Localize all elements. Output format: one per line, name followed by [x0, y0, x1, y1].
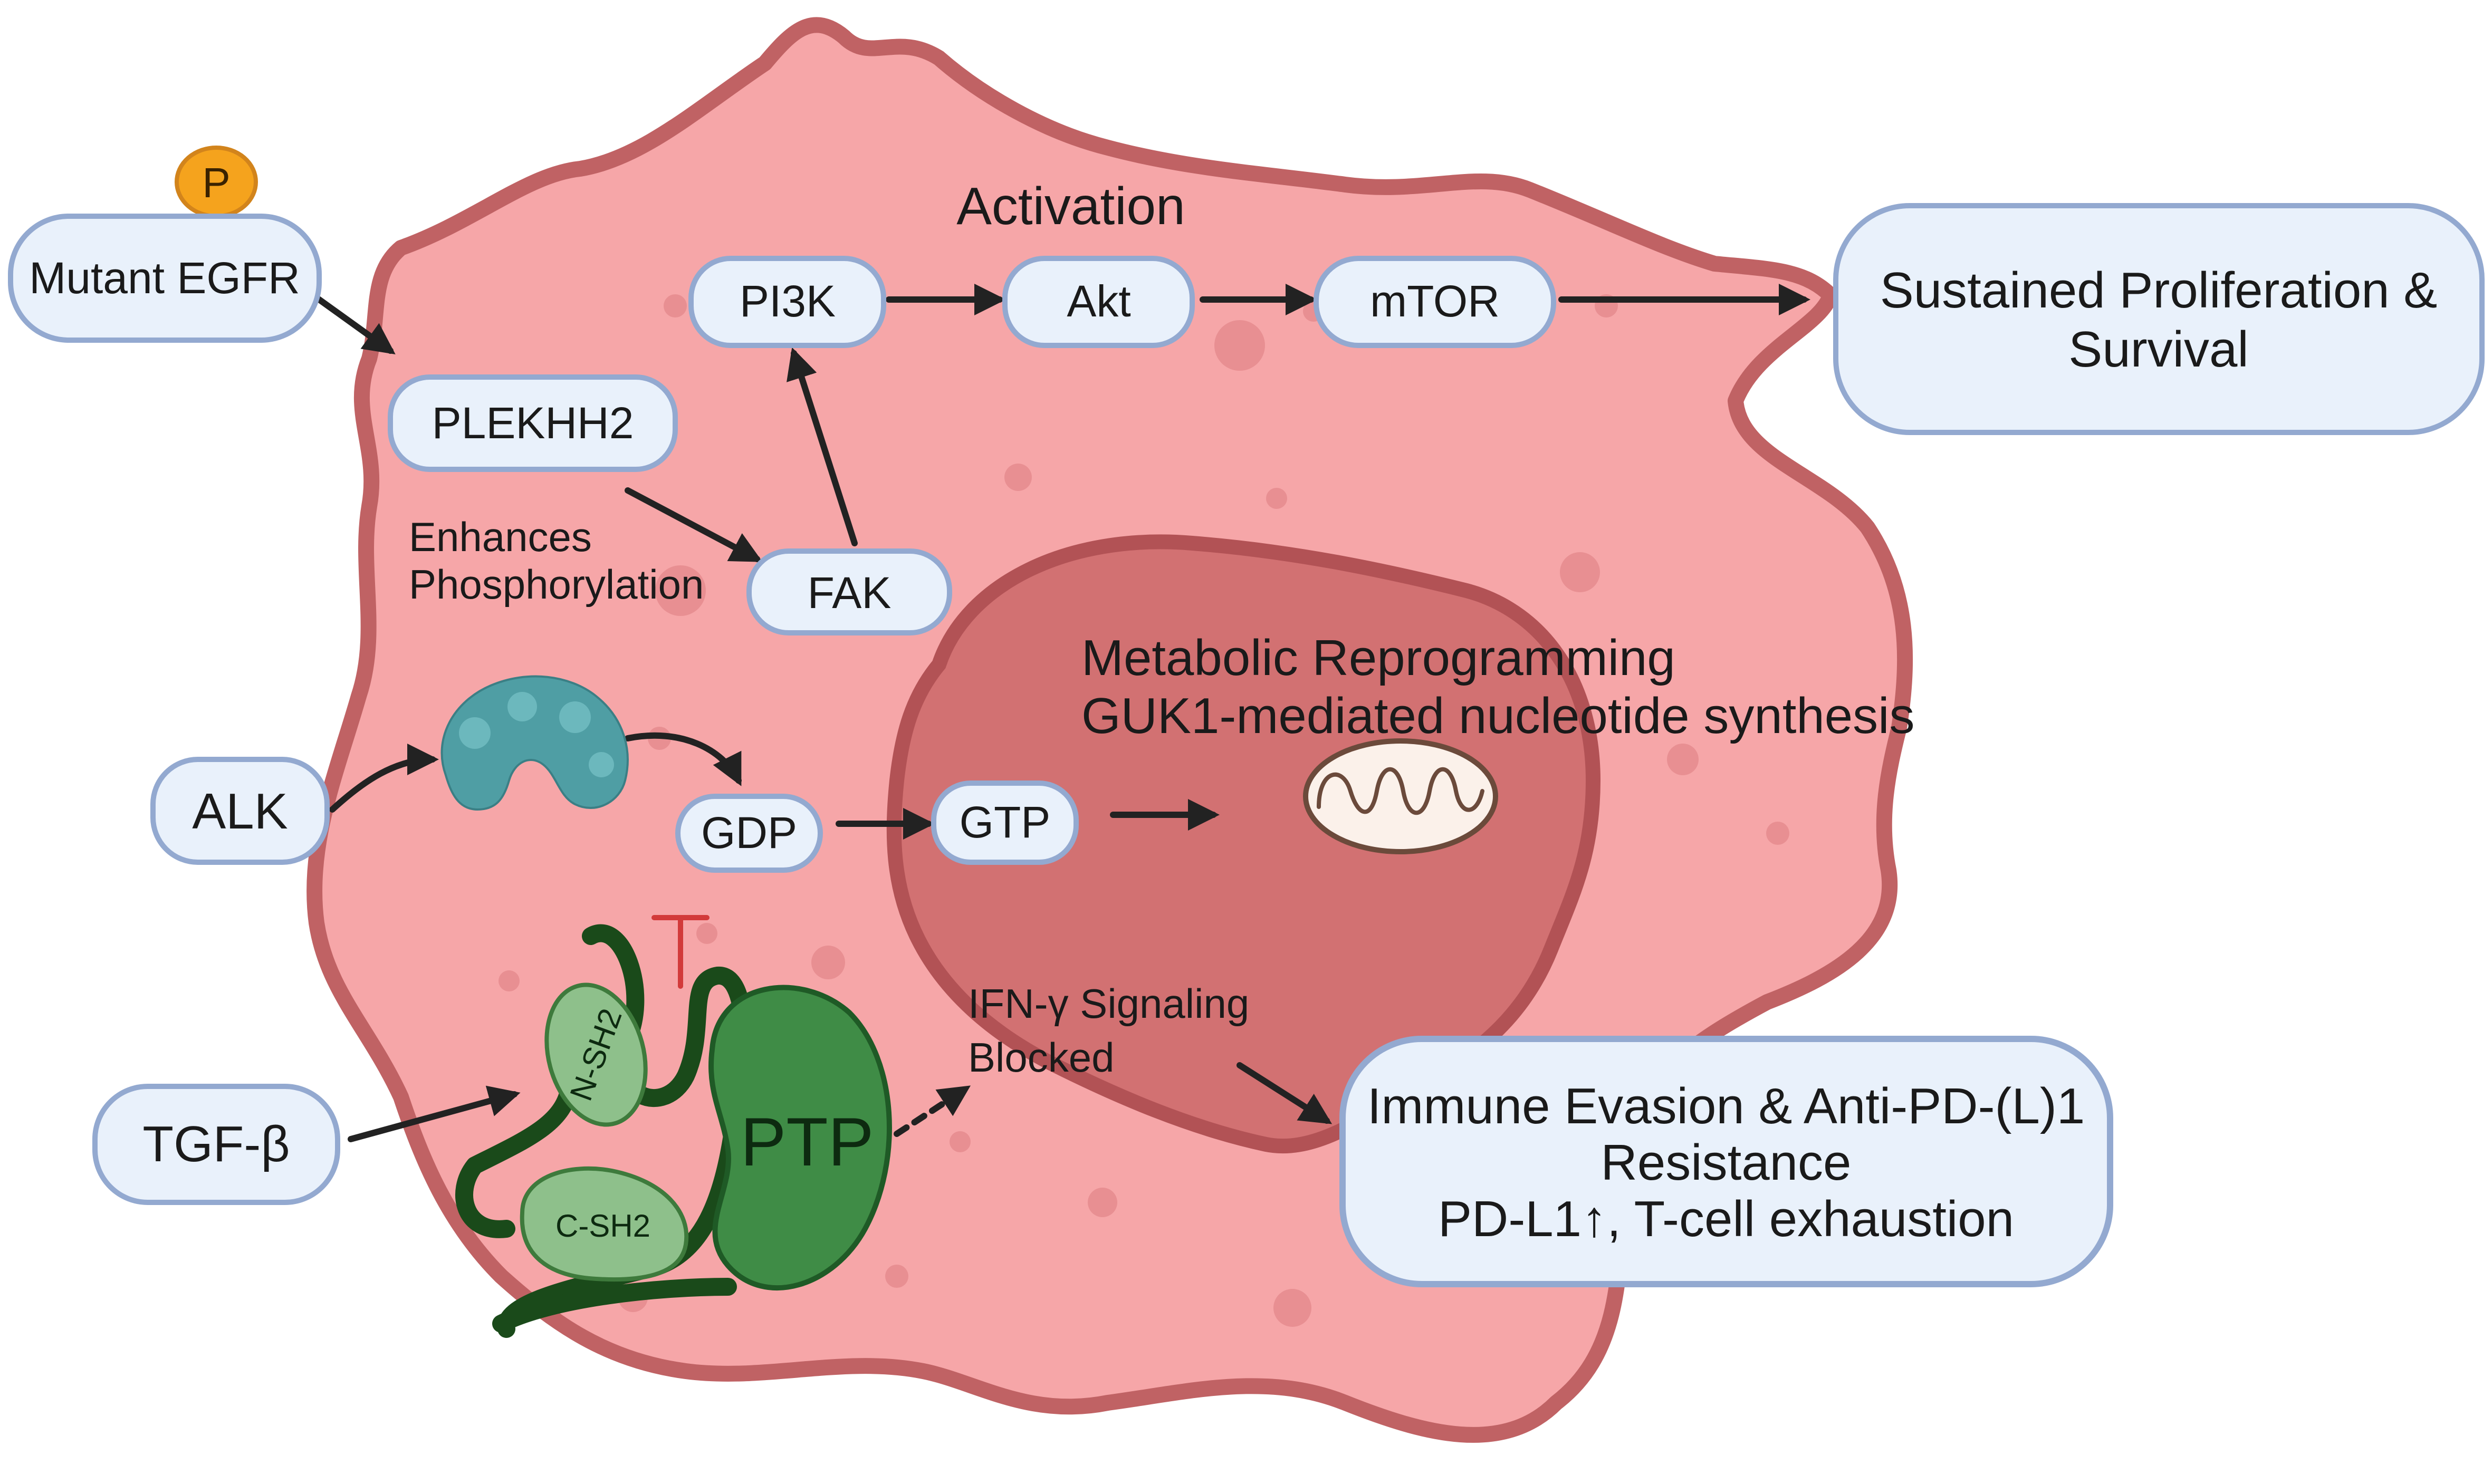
- arrow-tgfb-to-nsh2: [348, 1085, 521, 1142]
- phosphate-label: P: [202, 159, 230, 206]
- immune-line-2: Resistance: [1601, 1134, 1852, 1191]
- node-fak: FAK: [746, 548, 952, 635]
- proliferation-line-2: Survival: [2068, 321, 2248, 378]
- tgf-beta-label: TGF-β: [142, 1116, 290, 1172]
- proliferation-line-1: Sustained Proliferation &: [1880, 262, 2438, 319]
- phosphate-badge: P: [175, 146, 258, 218]
- node-gtp: GTP: [931, 780, 1079, 865]
- arrow-ptp-to-ifn: [894, 1085, 971, 1137]
- arrow-fak-to-pi3k: [787, 347, 858, 546]
- mutant-egfr-label: Mutant EGFR: [29, 253, 300, 303]
- cytoplasm-speckles: [499, 294, 1789, 1327]
- pi3k-label: PI3K: [740, 276, 836, 326]
- ptp-domain: [708, 985, 892, 1291]
- ptp-label: PTP: [741, 1103, 874, 1180]
- n-sh2-domain: [544, 982, 648, 1127]
- node-tgf-beta: TGF-β: [92, 1084, 340, 1205]
- alk-label: ALK: [192, 783, 287, 840]
- metabolic-line-1: Metabolic Reprogramming: [1081, 630, 1675, 686]
- arrow-protein-to-gdp: [625, 732, 742, 786]
- enhances-line-2: Phosphorylation: [409, 561, 704, 608]
- mtor-label: mTOR: [1370, 276, 1500, 326]
- phosphatase-complex: PTP N-SH2 C-SH2: [455, 924, 892, 1338]
- bottom-strand: [492, 1278, 737, 1333]
- ifn-line-1: IFN-γ Signaling: [968, 980, 1249, 1027]
- gdp-label: GDP: [701, 808, 797, 857]
- arrow-egfr-to-plekhh2: [303, 287, 396, 355]
- node-akt: Akt: [1002, 256, 1195, 348]
- node-plekhh2: PLEKHH2: [388, 374, 678, 472]
- ifn-line-2: Blocked: [968, 1034, 1115, 1081]
- immune-line-3: PD-L1↑, T-cell exhaustion: [1438, 1191, 2014, 1247]
- mitochondrion-icon: [1303, 738, 1498, 854]
- outcome-immune-evasion: Immune Evasion & Anti-PD-(L)1 Resistance…: [1339, 1036, 2113, 1287]
- pathway-arrows: [303, 284, 1810, 1142]
- inhibition-symbol: [651, 915, 710, 989]
- arrow-plekhh2-to-fak: [625, 487, 763, 562]
- node-gdp: GDP: [675, 794, 823, 873]
- c-sh2-domain: [520, 1166, 689, 1282]
- akt-label: Akt: [1067, 276, 1130, 326]
- metabolic-line-2: GUK1-mediated nucleotide synthesis: [1081, 688, 1915, 744]
- node-mutant-egfr: Mutant EGFR: [8, 214, 322, 343]
- node-alk: ALK: [150, 757, 330, 865]
- node-pi3k: PI3K: [688, 256, 886, 348]
- fak-label: FAK: [808, 568, 892, 618]
- c-sh2-label: C-SH2: [555, 1208, 650, 1244]
- outcome-proliferation: Sustained Proliferation & Survival: [1833, 203, 2485, 435]
- immune-line-1: Immune Evasion & Anti-PD-(L)1: [1367, 1078, 2085, 1134]
- activation-label: Activation: [956, 177, 1185, 236]
- gtp-label: GTP: [960, 797, 1051, 847]
- arrow-alk-to-protein: [329, 744, 439, 813]
- node-mtor: mTOR: [1314, 256, 1556, 348]
- enhances-line-1: Enhances: [409, 514, 592, 560]
- plekhh2-label: PLEKHH2: [432, 398, 634, 448]
- alk-protein-icon: [440, 675, 629, 811]
- arrow-ifn-to-immune: [1237, 1062, 1333, 1124]
